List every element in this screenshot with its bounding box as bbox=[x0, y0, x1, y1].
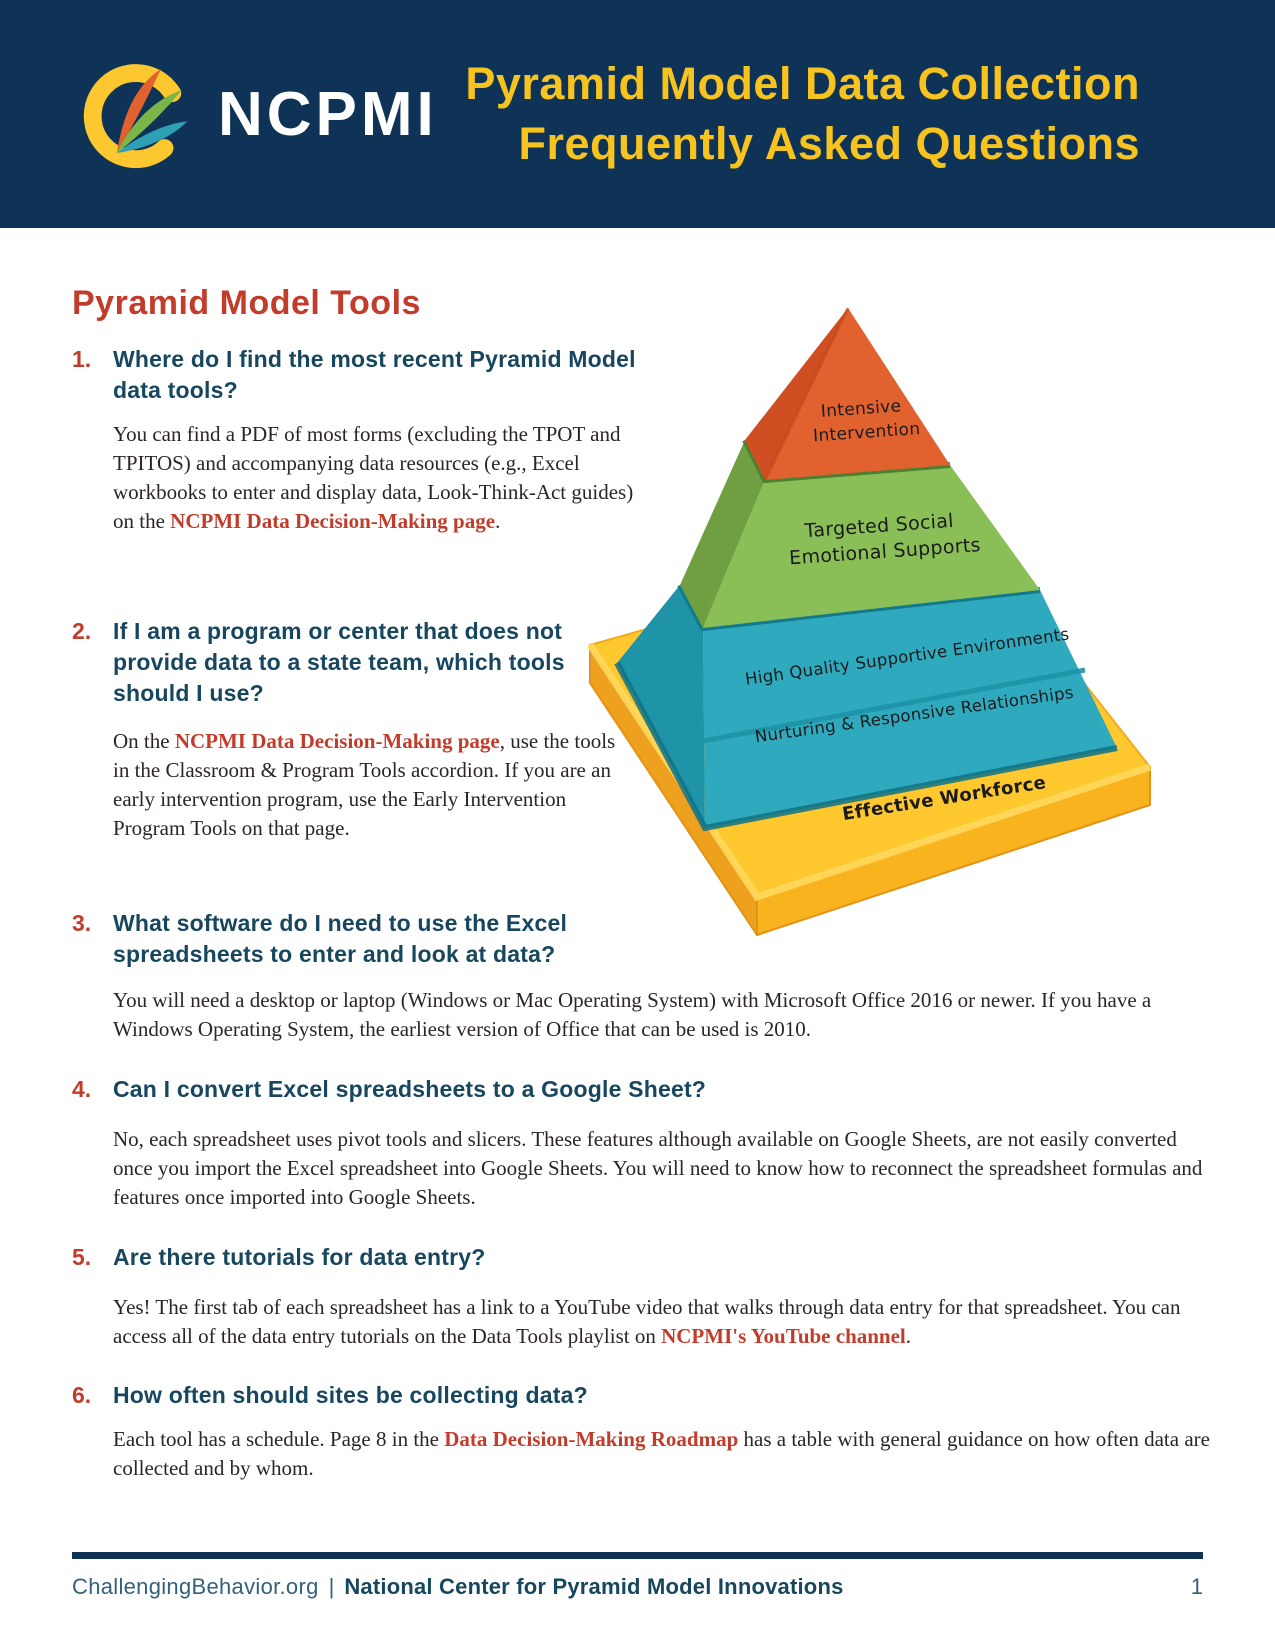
pyramid-graphic: Intensive Intervention Targeted Social E… bbox=[587, 307, 1152, 936]
teal-tier-divider bbox=[691, 667, 1086, 746]
brand-name: NCPMI bbox=[218, 79, 438, 149]
answer-text: Each tool has a schedule. Page 8 in the bbox=[113, 1427, 445, 1451]
link-ncpmi-data-decision-making-page[interactable]: NCPMI Data Decision-Making page bbox=[170, 509, 496, 533]
footer: ChallengingBehavior.org | National Center … bbox=[72, 1574, 1203, 1600]
link-ncpmi-data-decision-making-page[interactable]: NCPMI Data Decision-Making page bbox=[174, 729, 500, 753]
faq-number: 6. bbox=[72, 1382, 92, 1408]
footer-left: ChallengingBehavior.org | National Center … bbox=[72, 1574, 844, 1600]
faq-item-2: 2. If I am a program or center that does… bbox=[72, 616, 618, 843]
faq-number: 3. bbox=[72, 910, 92, 936]
page-title-line2: Frequently Asked Questions bbox=[518, 118, 1140, 169]
ncpmi-logo-icon bbox=[83, 64, 188, 169]
answer-text-end: . bbox=[905, 1324, 912, 1348]
orange-front-face bbox=[765, 308, 950, 480]
faq-question: Where do I find the most recent Pyramid … bbox=[113, 346, 636, 403]
faq-item-3: 3. What software do I need to use the Ex… bbox=[72, 908, 1218, 1044]
faq-question: Can I convert Excel spreadsheets to a Go… bbox=[113, 1076, 707, 1102]
teal-bottom-shadow bbox=[614, 661, 1118, 832]
pyramid-model-illustration: Intensive Intervention Targeted Social E… bbox=[540, 288, 1180, 936]
faq-number: 5. bbox=[72, 1244, 92, 1270]
footer-site-link[interactable]: ChallengingBehavior.org bbox=[72, 1574, 319, 1599]
faq-item-4: 4. Can I convert Excel spreadsheets to a… bbox=[72, 1074, 1218, 1212]
green-front-face bbox=[703, 465, 1040, 628]
answer-text-end: has a table with general guidance on how… bbox=[113, 1427, 1210, 1480]
teal-front-face bbox=[703, 590, 1117, 828]
faq-answer: Yes! The first tab of each spreadsheet h… bbox=[113, 1293, 1218, 1351]
faq-number: 2. bbox=[72, 618, 92, 644]
faq-answer: Each tool has a schedule. Page 8 in the … bbox=[113, 1425, 1218, 1483]
footer-separator: | bbox=[328, 1574, 335, 1599]
faq-answer: You will need a desktop or laptop (Windo… bbox=[113, 988, 1152, 1041]
answer-text: On the bbox=[113, 729, 175, 753]
footer-org-name: National Center for Pyramid Model Innova… bbox=[344, 1574, 844, 1599]
link-data-decision-making-roadmap[interactable]: Data Decision-Making Roadmap bbox=[444, 1427, 739, 1451]
faq-question: Are there tutorials for data entry? bbox=[113, 1244, 486, 1270]
page-header: NCPMI Pyramid Model Data Collection Freq… bbox=[0, 0, 1275, 228]
page-title: Pyramid Model Data Collection Frequently… bbox=[465, 54, 1140, 174]
ncpmi-brand: NCPMI bbox=[78, 44, 438, 184]
faq-item-1: 1. Where do I find the most recent Pyram… bbox=[72, 344, 673, 536]
faq-item-6: 6. How often should sites be collecting … bbox=[72, 1380, 1218, 1483]
faq-number: 4. bbox=[72, 1076, 92, 1102]
orange-left-face bbox=[745, 308, 848, 480]
base-rim-highlight bbox=[587, 643, 1152, 902]
answer-text: Yes! The first tab of each spreadsheet h… bbox=[113, 1295, 1181, 1348]
answer-text: You can find a PDF of most forms (exclud… bbox=[113, 422, 634, 533]
footer-divider bbox=[72, 1552, 1203, 1559]
orange-front-crease bbox=[763, 307, 850, 481]
green-left-face bbox=[680, 440, 765, 628]
link-ncpmi-youtube-channel[interactable]: NCPMI's YouTube channel bbox=[661, 1324, 906, 1348]
answer-text-end: , use the tools in the Classroom & Progr… bbox=[113, 729, 616, 840]
faq-answer: No, each spreadsheet uses pivot tools an… bbox=[113, 1127, 1203, 1209]
teal-left-face bbox=[617, 585, 705, 828]
faq-number: 1. bbox=[72, 346, 92, 372]
faq-item-5: 5. Are there tutorials for data entry? Y… bbox=[72, 1242, 1218, 1351]
page-number: 1 bbox=[1190, 1574, 1203, 1599]
section-title: Pyramid Model Tools bbox=[72, 284, 421, 322]
answer-text-end: . bbox=[495, 509, 501, 533]
faq-question: If I am a program or center that does no… bbox=[113, 618, 565, 706]
faq-question: What software do I need to use the Excel… bbox=[113, 910, 568, 967]
faq-answer: You can find a PDF of most forms (exclud… bbox=[113, 420, 645, 536]
page-title-line1: Pyramid Model Data Collection bbox=[465, 58, 1140, 110]
faq-question: How often should sites be collecting dat… bbox=[113, 1382, 588, 1408]
faq-answer: On the NCPMI Data Decision-Making page, … bbox=[113, 727, 618, 843]
